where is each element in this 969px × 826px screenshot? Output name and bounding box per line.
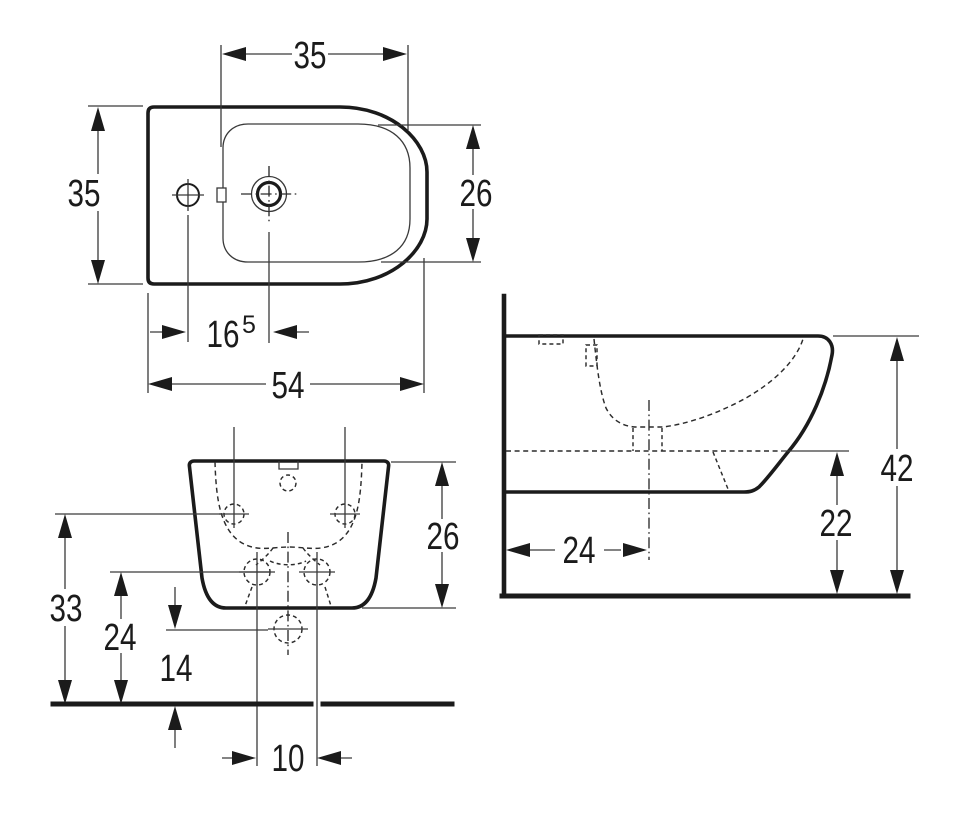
arrowhead-right (383, 47, 407, 61)
dim-label-drain-depth: 24 (563, 530, 596, 572)
tap-deck-notch (278, 461, 299, 470)
arrowhead-up (114, 572, 128, 596)
arrowhead-up (830, 452, 844, 476)
overflow-notch (216, 187, 227, 203)
dim-label-body-height: 26 (427, 516, 460, 558)
tap-hole-crosshair (172, 179, 204, 211)
arrowhead-up (58, 514, 72, 538)
arrowhead-down (91, 260, 105, 284)
top-view-outline (146, 105, 429, 286)
tap-hole-hidden (279, 474, 297, 492)
arrowhead-down (466, 238, 480, 262)
arrowhead-right (232, 751, 256, 765)
bowl-hidden-outline (214, 461, 363, 550)
trap-hidden-lines (244, 547, 332, 607)
bowl-hidden-profile (593, 338, 804, 428)
dim-label-bottom-height: 22 (820, 503, 853, 545)
dim-label-bowl-width: 35 (294, 35, 327, 77)
front-view: 33 24 14 10 26 (50, 427, 460, 780)
dim-label-drain-height: 14 (160, 648, 193, 690)
top-view-extension-lines (88, 45, 481, 393)
top-view: 35 35 26 16 5 54 (68, 35, 493, 407)
dim-label-tap-drain-superscript: 5 (242, 311, 256, 339)
arrowhead-up (91, 107, 105, 131)
arrowhead-left (506, 543, 530, 557)
arrowhead-left (317, 751, 341, 765)
side-view: 42 22 24 (499, 293, 919, 599)
front-view-extension-lines (55, 427, 456, 766)
arrowhead-right (623, 543, 647, 557)
dim-label-overall-depth: 35 (68, 173, 101, 215)
arrowhead-right (162, 325, 186, 339)
dim-label-bolt-spacing: 10 (272, 738, 305, 780)
side-view-outline (504, 334, 835, 494)
arrowhead-left (222, 47, 246, 61)
dim-label-bowl-depth: 26 (460, 173, 493, 215)
arrowhead-up (168, 706, 182, 730)
arrowhead-up (466, 125, 480, 149)
dim-label-tap-drain: 16 (207, 314, 240, 356)
tap-slot-hidden (585, 344, 598, 367)
trap-hidden (632, 428, 663, 451)
drain-centerlines (241, 166, 297, 222)
arrowhead-left (148, 377, 172, 391)
arrowhead-left (273, 325, 297, 339)
fixing-detail-hidden (538, 334, 564, 345)
top-view-bowl-outline (222, 123, 411, 263)
arrowhead-right (400, 377, 424, 391)
arrowhead-down (114, 680, 128, 704)
dim-label-bolt-height: 24 (104, 617, 137, 659)
dim-label-overall-length: 54 (272, 365, 305, 407)
arrowhead-up (890, 337, 904, 361)
arrowhead-down (830, 570, 844, 594)
front-view-outline (187, 459, 391, 610)
arrowhead-down (435, 584, 449, 608)
dim-label-fixing-height: 33 (50, 588, 83, 630)
arrowhead-down (890, 570, 904, 594)
arrowhead-up (435, 462, 449, 486)
dim-label-top-height: 42 (881, 448, 914, 490)
arrowhead-down (58, 680, 72, 704)
arrowhead-down (168, 605, 182, 629)
